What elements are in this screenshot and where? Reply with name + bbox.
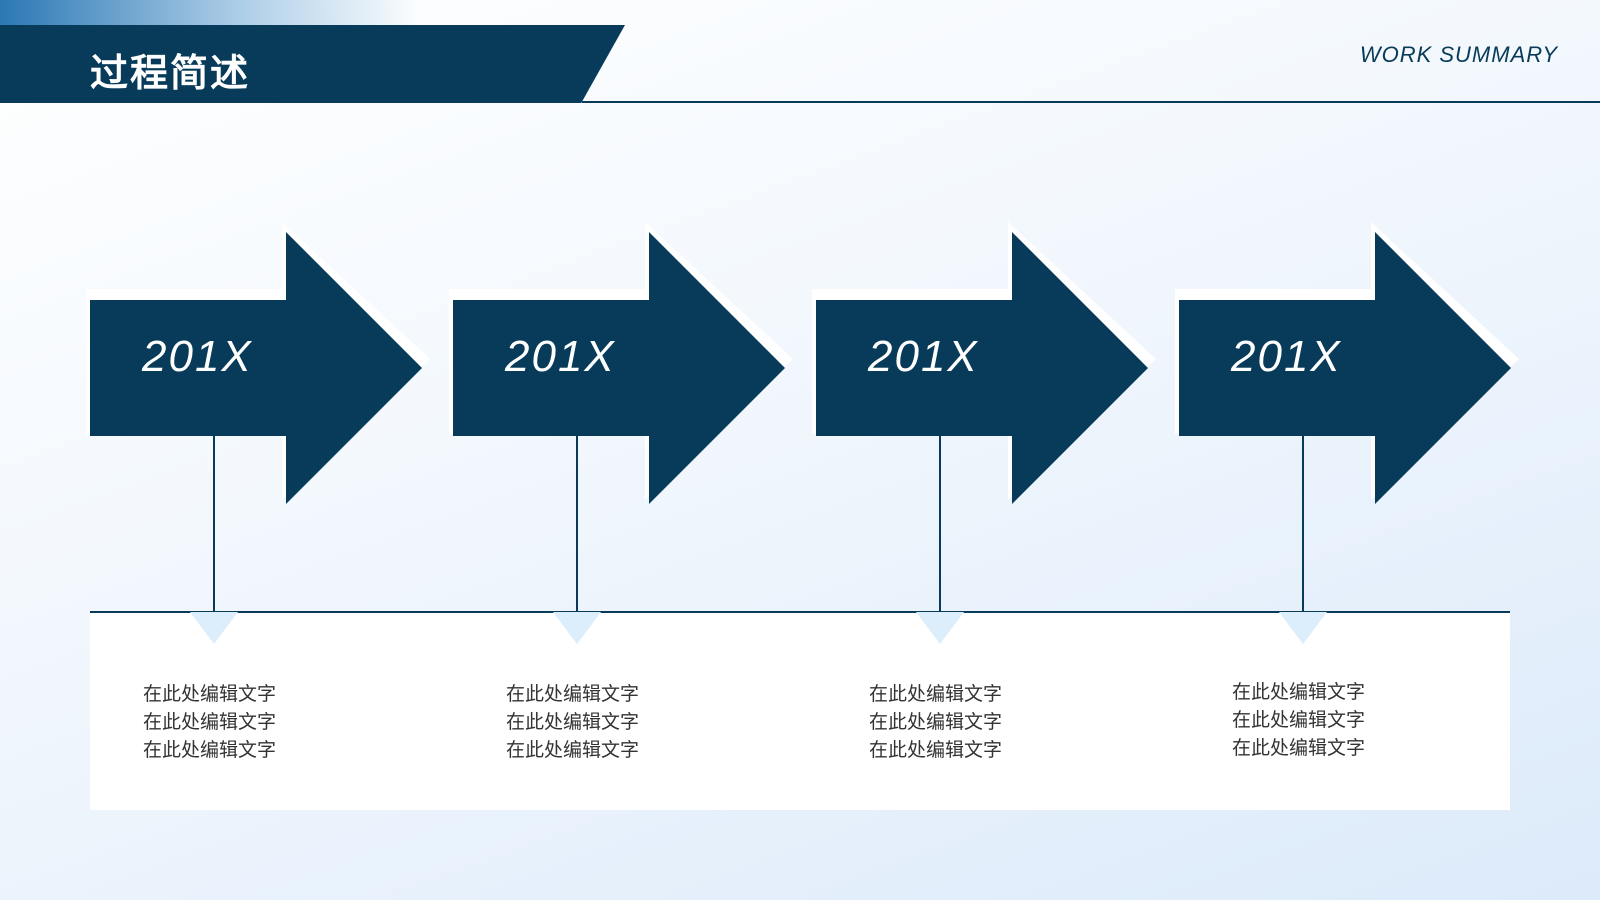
title-band [0,25,625,103]
connector-line [213,435,215,612]
step-year: 201X [142,332,253,381]
description-line: 在此处编辑文字 [869,739,1003,761]
description-line: 在此处编辑文字 [143,739,277,761]
description-line: 在此处编辑文字 [1232,709,1366,731]
connector-line [576,435,578,612]
description-line: 在此处编辑文字 [506,739,640,761]
description-line: 在此处编辑文字 [1232,681,1366,703]
arrow-step-4: 201X [1175,220,1529,510]
step-description: 在此处编辑文字 在此处编辑文字 在此处编辑文字 [506,680,686,764]
arrow-step-3: 201X [812,220,1166,510]
step-description: 在此处编辑文字 在此处编辑文字 在此处编辑文字 [869,680,1049,764]
header-accent-fade [0,0,420,25]
description-line: 在此处编辑文字 [143,683,277,705]
timeline-baseline [90,611,1510,613]
arrow-step-1: 201X [86,220,440,510]
description-line: 在此处编辑文字 [143,711,277,733]
step-year: 201X [505,332,616,381]
header-divider [582,101,1600,103]
arrow-shape [86,222,430,504]
arrow-shape [449,222,793,504]
step-description: 在此处编辑文字 在此处编辑文字 在此处编辑文字 [143,680,323,764]
description-line: 在此处编辑文字 [506,683,640,705]
description-line: 在此处编辑文字 [869,711,1003,733]
arrow-step-2: 201X [449,220,803,510]
description-line: 在此处编辑文字 [506,711,640,733]
page-title: 过程简述 [90,51,251,95]
arrow-shape [1175,222,1519,504]
pointer-notch [1279,612,1327,644]
step-description: 在此处编辑文字 在此处编辑文字 在此处编辑文字 [1232,678,1412,762]
description-panel [90,612,1510,810]
description-line: 在此处编辑文字 [1232,737,1366,759]
step-year: 201X [1231,332,1342,381]
arrow-shape [812,222,1156,504]
connector-line [939,435,941,612]
step-year: 201X [868,332,979,381]
page-subtitle: WORK SUMMARY [1359,42,1558,67]
connector-line [1302,435,1304,612]
description-line: 在此处编辑文字 [869,683,1003,705]
pointer-notch [553,612,601,644]
pointer-notch [190,612,238,644]
pointer-notch [916,612,964,644]
